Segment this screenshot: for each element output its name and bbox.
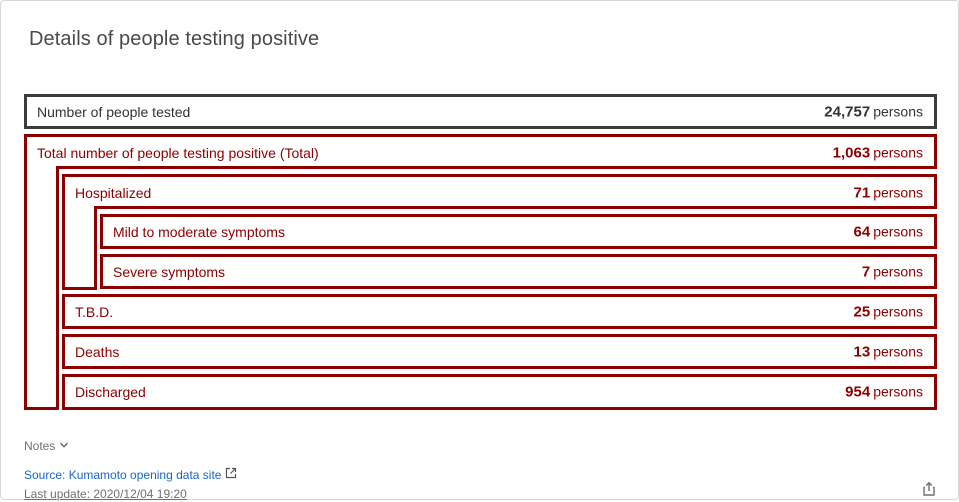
- hospitalized-label: Hospitalized: [75, 185, 152, 201]
- last-update: Last update: 2020/12/04 19:20: [24, 487, 187, 501]
- notes-toggle[interactable]: Notes: [24, 439, 69, 453]
- severe-value: 7: [861, 263, 871, 280]
- tested-unit: persons: [873, 103, 923, 119]
- deaths-label: Deaths: [75, 343, 120, 360]
- hospitalized-unit: persons: [873, 184, 923, 201]
- deaths-unit: persons: [873, 343, 923, 359]
- chevron-down-icon: [59, 439, 69, 453]
- card-title: Details of people testing positive: [29, 28, 320, 50]
- severe-unit: persons: [873, 263, 923, 279]
- positive-unit: persons: [873, 144, 923, 161]
- mild-value: 64: [853, 223, 871, 240]
- discharged-unit: persons: [873, 383, 923, 400]
- severe-label: Severe symptoms: [113, 263, 226, 280]
- positive-row: Total number of people testing positive …: [24, 134, 937, 169]
- share-icon[interactable]: [921, 481, 937, 497]
- mild-label: Mild to moderate symptoms: [113, 223, 285, 240]
- hospitalized-bracket: [62, 206, 97, 290]
- external-link-icon: [225, 467, 237, 482]
- positive-value: 1,063: [832, 144, 871, 162]
- deaths-value: 13: [853, 343, 871, 360]
- source-label: Source: Kumamoto opening data site: [24, 467, 222, 482]
- hospitalized-divider: [94, 206, 937, 209]
- tested-value: 24,757: [824, 103, 871, 120]
- hospitalized-value: 71: [853, 184, 871, 202]
- discharged-label: Discharged: [75, 384, 146, 400]
- tbd-unit: persons: [873, 303, 923, 319]
- tested-label: Number of people tested: [37, 103, 191, 120]
- source-link[interactable]: Source: Kumamoto opening data site: [24, 467, 237, 482]
- notes-label: Notes: [24, 439, 56, 453]
- positive-bracket: [24, 166, 59, 410]
- tbd-label: T.B.D.: [75, 303, 114, 320]
- tbd-value: 25: [853, 303, 871, 320]
- positive-label: Total number of people testing positive …: [37, 145, 319, 161]
- positive-divider: [56, 166, 937, 169]
- discharged-value: 954: [845, 383, 871, 401]
- mild-unit: persons: [873, 223, 923, 239]
